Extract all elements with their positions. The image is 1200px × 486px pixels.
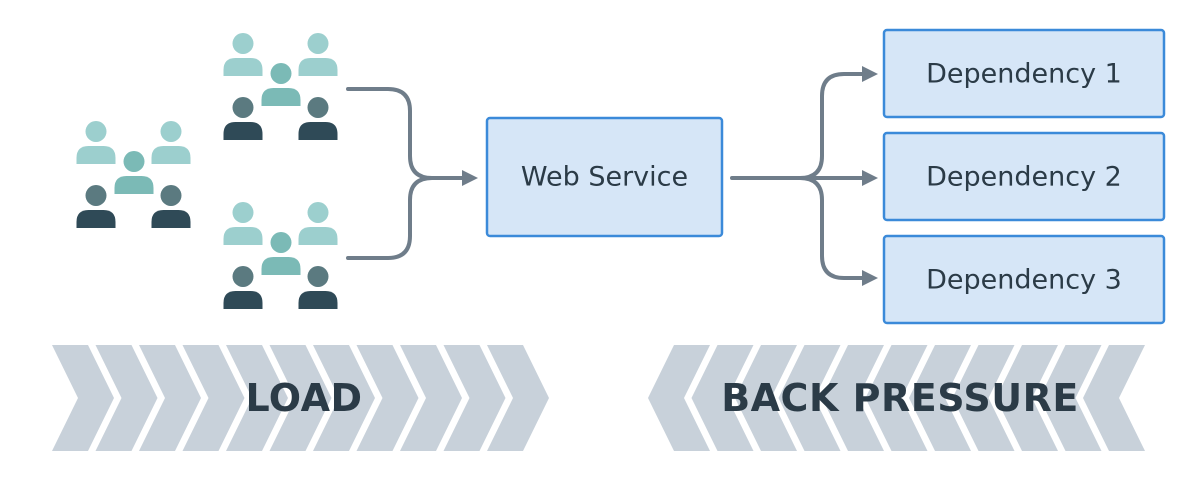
back-pressure-label: BACK PRESSURE bbox=[721, 376, 1079, 420]
connector-dependency-3 bbox=[798, 176, 864, 280]
users-group-icon-left bbox=[76, 121, 191, 228]
user-groups bbox=[76, 33, 338, 309]
arrowhead-dependency-2 bbox=[862, 170, 878, 186]
back-pressure-chevron-4 bbox=[778, 345, 841, 451]
web-service-label: Web Service bbox=[521, 162, 688, 193]
back-pressure-chevron-11 bbox=[1083, 345, 1145, 451]
dependency-3-label: Dependency 3 bbox=[926, 265, 1122, 296]
connector-bottom-group bbox=[346, 176, 434, 260]
users-group-icon-bottom bbox=[223, 202, 338, 309]
load-chevron-8 bbox=[356, 345, 419, 451]
dependency-2-node: Dependency 2 bbox=[882, 131, 1166, 222]
load-label: LOAD bbox=[245, 376, 362, 420]
connector-dependency-1 bbox=[798, 72, 864, 180]
arrowhead-dependency-1 bbox=[862, 66, 878, 82]
load-chevron-9 bbox=[400, 345, 462, 451]
back-pressure-chevron-3 bbox=[735, 345, 797, 451]
load-chevron-11 bbox=[487, 345, 549, 451]
back-pressure-chevron-10 bbox=[1039, 345, 1102, 451]
back-pressure-chevron-7 bbox=[909, 345, 971, 451]
back-pressure-chevron-8 bbox=[952, 345, 1015, 451]
load-chevron-1 bbox=[52, 345, 114, 451]
arrowhead-dependency-3 bbox=[862, 270, 878, 286]
load-chevron-4 bbox=[182, 345, 245, 451]
load-chevron-10 bbox=[443, 345, 506, 451]
back-pressure-banner-chevrons bbox=[648, 345, 1145, 451]
back-pressure-chevron-9 bbox=[996, 345, 1058, 451]
dependency-2-label: Dependency 2 bbox=[926, 162, 1122, 193]
load-banner-chevrons bbox=[52, 345, 549, 451]
load-chevron-7 bbox=[313, 345, 375, 451]
users-group-icon-top bbox=[223, 33, 338, 140]
load-chevron-2 bbox=[95, 345, 158, 451]
back-pressure-chevron-5 bbox=[822, 345, 884, 451]
back-pressure-chevron-1 bbox=[648, 345, 710, 451]
connector-top-group bbox=[346, 87, 464, 180]
back-pressure-chevron-2 bbox=[691, 345, 754, 451]
dependency-1-label: Dependency 1 bbox=[926, 59, 1122, 90]
dependency-1-node: Dependency 1 bbox=[882, 28, 1166, 119]
load-chevron-6 bbox=[269, 345, 332, 451]
web-service-node: Web Service bbox=[485, 116, 724, 238]
dependency-3-node: Dependency 3 bbox=[882, 234, 1166, 325]
load-chevron-5 bbox=[226, 345, 288, 451]
load-chevron-3 bbox=[139, 345, 201, 451]
arrowhead-web-service bbox=[462, 170, 478, 186]
back-pressure-chevron-6 bbox=[865, 345, 928, 451]
